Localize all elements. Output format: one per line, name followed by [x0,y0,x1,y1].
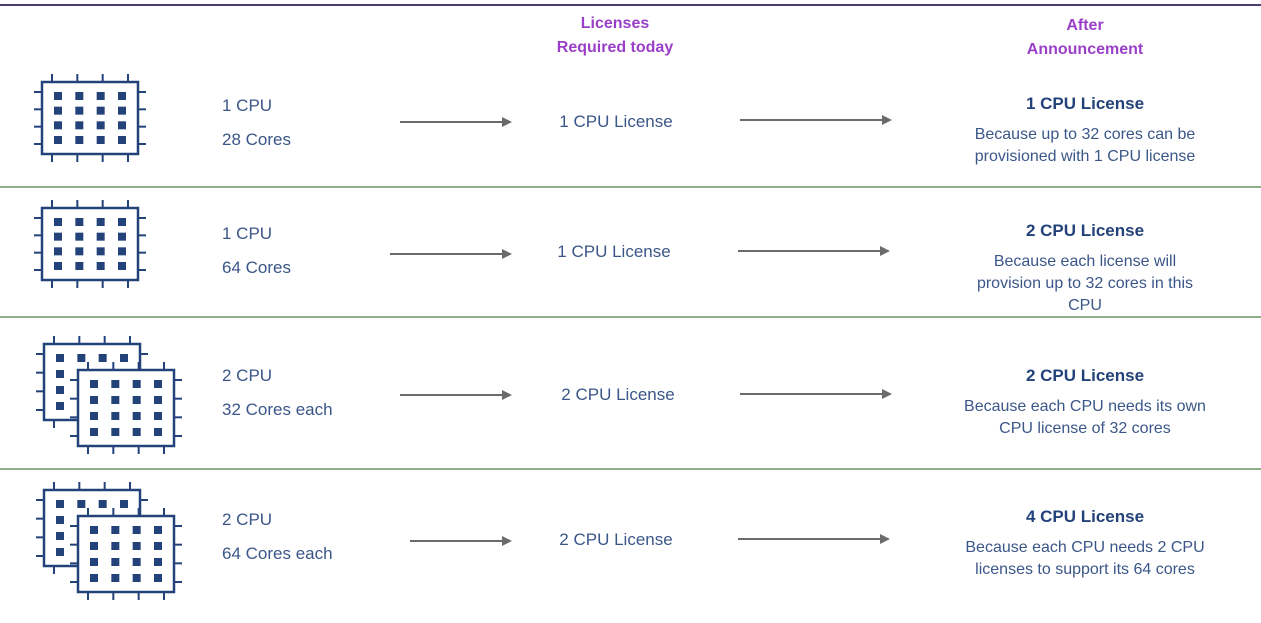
arrow-icon [740,114,892,126]
core-count: 64 Cores [222,258,291,277]
header-licenses-today: Licenses Required today [520,12,710,60]
row-separator [0,316,1261,318]
arrow-icon [390,248,512,260]
license-after: 2 CPU License Because each license will … [925,219,1245,317]
arrow-icon [738,533,890,545]
core-count: 32 Cores each [222,400,333,419]
dual-cpu-chip-icon [36,336,182,454]
single-cpu-chip-icon [34,74,146,162]
arrow-icon [400,389,512,401]
license-after-desc-line: CPU [1068,297,1102,314]
license-after-desc-line: Because each license will [993,253,1177,270]
cpu-count: 1 CPU [222,224,273,243]
cpu-spec: 1 CPU 64 Cores [222,222,291,290]
header-after-line2: Announcement [1026,41,1144,58]
arrow-icon [400,116,512,128]
license-after-desc-line: CPU license of 32 cores [999,420,1171,437]
license-after-desc-line: Because up to 32 cores can be [974,126,1196,143]
arrow-icon [410,535,512,547]
cpu-count: 1 CPU [222,96,273,115]
cpu-count: 2 CPU [222,510,273,529]
cpu-count: 2 CPU [222,366,273,385]
single-cpu-chip-icon [34,200,146,288]
license-after-title: 1 CPU License [1025,94,1145,113]
cpu-spec: 2 CPU 64 Cores each [222,508,333,576]
arrow-icon [738,245,890,257]
cpu-spec: 1 CPU 28 Cores [222,94,291,162]
license-after: 2 CPU License Because each CPU needs its… [925,364,1245,440]
header-today-line2: Required today [556,39,674,56]
license-after-title: 2 CPU License [1025,221,1145,240]
core-count: 64 Cores each [222,544,333,563]
license-today: 2 CPU License [559,530,673,549]
license-after: 4 CPU License Because each CPU needs 2 C… [925,505,1245,581]
license-today: 2 CPU License [561,385,675,404]
header-after-line1: After [1066,17,1104,34]
header-today-line1: Licenses [580,15,650,32]
license-today: 1 CPU License [557,242,671,261]
row-separator [0,468,1261,470]
license-today: 1 CPU License [559,112,673,131]
arrow-icon [740,388,892,400]
license-after-desc-line: provisioned with 1 CPU license [974,148,1196,165]
core-count: 28 Cores [222,130,291,149]
header-after-announcement: After Announcement [980,14,1190,62]
row-separator [0,186,1261,188]
cpu-spec: 2 CPU 32 Cores each [222,364,333,432]
dual-cpu-chip-icon [36,482,182,600]
license-after-title: 2 CPU License [1025,366,1145,385]
license-after-desc-line: Because each CPU needs its own [964,398,1206,415]
license-after-desc-line: Because each CPU needs 2 CPU [965,539,1205,556]
top-border [0,4,1261,6]
license-after: 1 CPU License Because up to 32 cores can… [925,92,1245,168]
license-after-title: 4 CPU License [1025,507,1145,526]
license-after-desc-line: licenses to support its 64 cores [975,561,1195,578]
license-after-desc-line: provision up to 32 cores in this [976,275,1194,292]
